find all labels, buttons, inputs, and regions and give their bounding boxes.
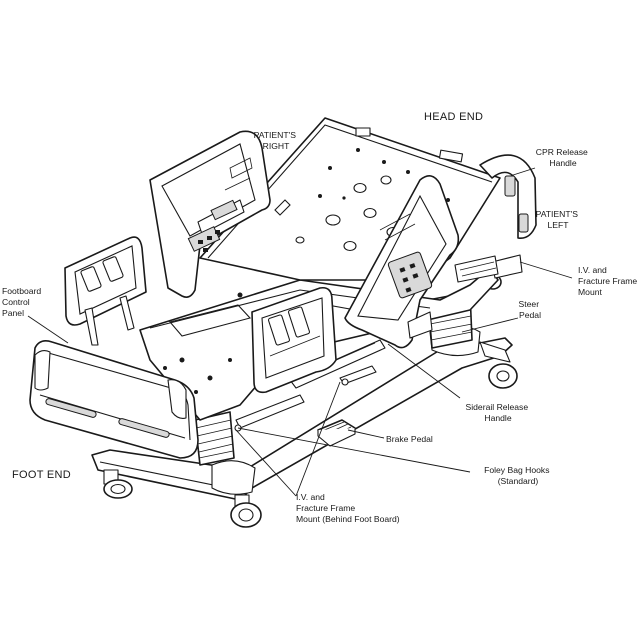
label-foot-end: FOOT END <box>12 469 71 481</box>
cpr-release-handle <box>479 154 537 240</box>
label-brake-pedal: Brake Pedal <box>386 434 433 444</box>
label-siderail-release-handle: Siderail Release Handle <box>466 402 531 423</box>
label-footboard-control-panel: Footboard Control Panel <box>2 286 44 318</box>
leader-lines <box>27 167 573 497</box>
label-patients-right: PATIENT'S RIGHT <box>254 130 299 151</box>
label-foley-bag-hooks: Foley Bag Hooks (Standard) <box>484 465 552 486</box>
siderail-patients-left <box>344 175 460 349</box>
label-patients-left: PATIENT'S LEFT <box>536 209 581 230</box>
foley-bag-hooks <box>234 365 377 432</box>
caster-foot-right <box>230 494 262 528</box>
siderail-foot <box>251 286 337 394</box>
label-head-end: HEAD END <box>424 111 483 123</box>
label-iv-fracture-frame-mount: I.V. and Fracture Frame Mount <box>578 265 640 297</box>
siderail-foot-left <box>64 236 147 346</box>
caster-head-right <box>479 341 518 389</box>
label-iv-fracture-frame-mount-foot: I.V. and Fracture Frame Mount (Behind Fo… <box>296 492 400 524</box>
siderail-patients-right <box>149 130 271 298</box>
caster-foot-left <box>103 469 133 499</box>
brake-pedal <box>317 419 356 447</box>
iv-mount-head <box>454 254 523 283</box>
footboard <box>29 340 199 459</box>
label-cpr-release-handle: CPR Release Handle <box>536 147 590 168</box>
label-steer-pedal: Steer Pedal <box>519 299 542 320</box>
lift-column-foot <box>194 411 235 466</box>
